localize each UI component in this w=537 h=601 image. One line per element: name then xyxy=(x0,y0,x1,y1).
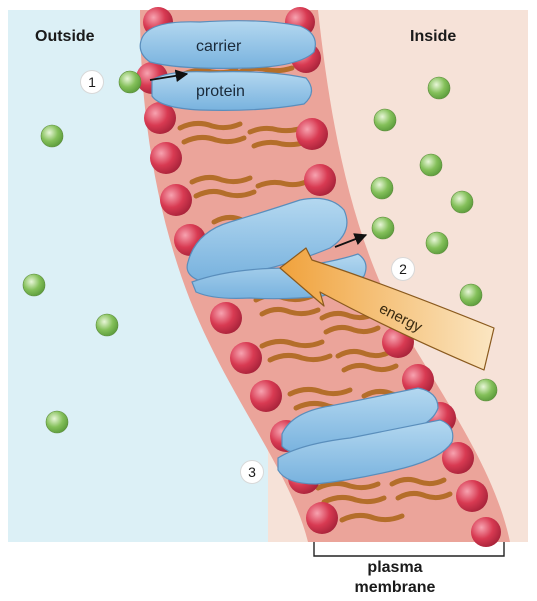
step-1-badge: 1 xyxy=(80,70,104,94)
step-3-badge: 3 xyxy=(240,460,264,484)
step-2-badge: 2 xyxy=(391,257,415,281)
caption-line-2: membrane xyxy=(320,578,470,598)
plasma-membrane-caption: plasma membrane xyxy=(320,558,470,598)
membrane-bracket xyxy=(314,542,504,556)
carrier-label: carrier xyxy=(196,38,241,56)
inside-label: Inside xyxy=(410,28,456,46)
caption-line-1: plasma xyxy=(320,558,470,578)
outside-label: Outside xyxy=(35,28,95,46)
protein-label: protein xyxy=(196,83,245,101)
